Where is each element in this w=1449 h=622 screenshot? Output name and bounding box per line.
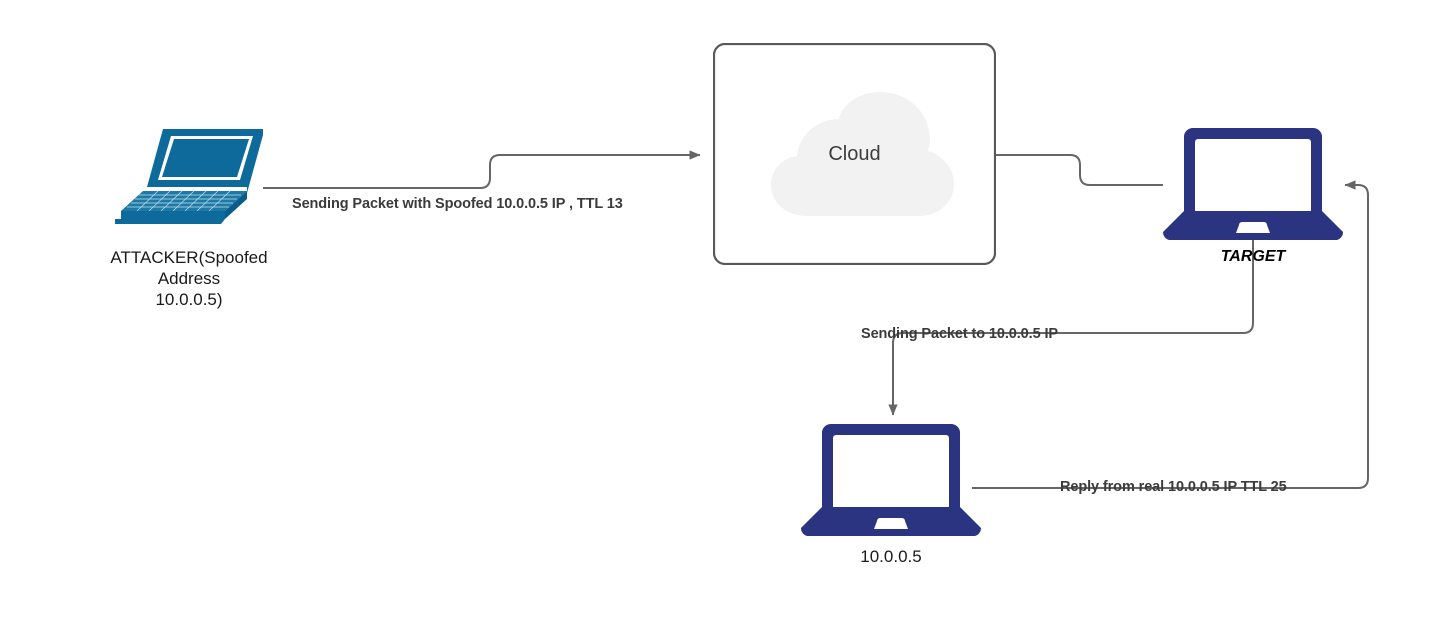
connector-victim-to-target-reply [972,180,1369,489]
connector-attacker-to-cloud [263,150,701,189]
edge-label-target-to-victim: Sending Packet to 10.0.0.5 IP [861,326,1058,342]
cloud-icon [713,43,996,265]
node-victim[interactable]: 10.0.0.5 [795,424,987,566]
victim-label: 10.0.0.5 [860,547,922,566]
cloud-label: Cloud [828,143,881,165]
laptop-front-icon [800,424,982,536]
laptop-front-icon [1162,128,1344,240]
connector-target-to-victim [888,240,1254,416]
node-target[interactable]: TARGET [1157,128,1349,265]
node-attacker[interactable]: ATTACKER(Spoofed Address 10.0.0.5) [110,125,268,309]
edge-label-victim-to-target-reply: Reply from real 10.0.0.5 IP TTL 25 [1060,479,1287,495]
attacker-label: ATTACKER(Spoofed Address 10.0.0.5) [110,248,268,309]
laptop-isometric-icon [115,129,263,224]
target-label: TARGET [1220,248,1286,265]
node-cloud[interactable]: Cloud [713,43,996,265]
connector-cloud-to-target [996,154,1163,186]
edge-label-attacker-to-cloud: Sending Packet with Spoofed 10.0.0.5 IP … [292,196,623,212]
